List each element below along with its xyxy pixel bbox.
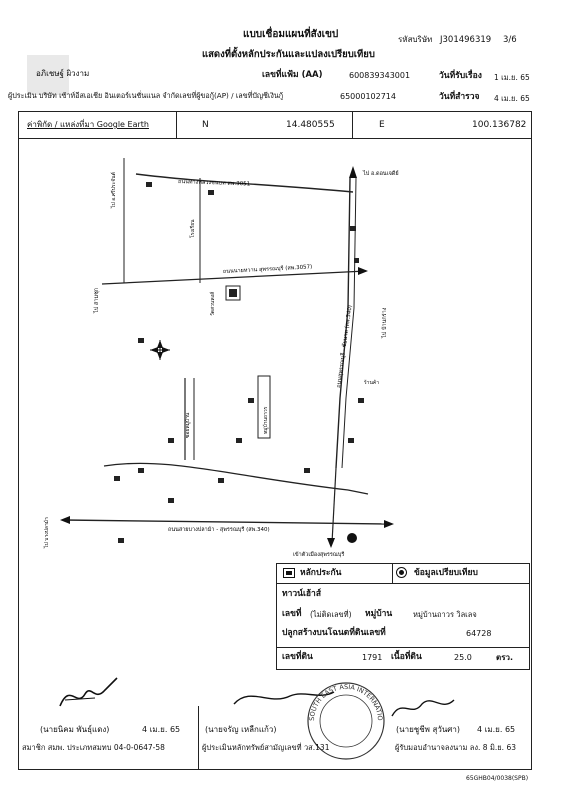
arrow-mid-right bbox=[358, 267, 368, 275]
company-stamp: SOUTH EAST ASIA INTERNATIONAL bbox=[300, 680, 385, 760]
arrow-north bbox=[349, 166, 357, 178]
building-icons bbox=[114, 182, 364, 543]
to-left-mid-label: ไป สามชุก bbox=[93, 288, 100, 314]
legend-divider-1 bbox=[276, 583, 530, 584]
road-vertical-edge bbox=[341, 177, 357, 469]
comparable-legend-label: ข้อมูลเปรียบเทียบ bbox=[414, 568, 478, 578]
road-top-label: ถนนทางหลวงชนบท สพ.3051 bbox=[178, 178, 250, 188]
landmark-shop-label: ร้านค้า bbox=[364, 379, 380, 386]
to-right-bottom-label: ไป บางปลาม้า bbox=[43, 517, 50, 549]
signer-3-role: ผู้รับมอบอำนาจลงนาม ลง. 8 มิ.ย. 63 bbox=[395, 743, 516, 752]
soi-label: ซอยหมู่บ้าน bbox=[184, 412, 191, 438]
request-date: 1 เม.ย. 65 bbox=[494, 73, 530, 82]
signature-2 bbox=[233, 691, 335, 705]
signer-2-role: ผู้ประเมินหลักทรัพย์สามัญเลขที่ วส.131 bbox=[202, 743, 330, 752]
collateral-site-fill bbox=[229, 289, 237, 297]
landmark-village-label: หมู่บ้านถาวร bbox=[262, 406, 269, 434]
to-right-mid-label: ไป บ้านกร่าง bbox=[381, 307, 388, 339]
road-bottom-label: ถนนสายบางปลาม้า - สุพรรณบุรี (สพ.340) bbox=[168, 526, 270, 533]
house-no-value: (ไม่ติดเลขที่) bbox=[310, 610, 352, 619]
survey-date-label: วันที่สำรวจ bbox=[439, 92, 480, 102]
road-top bbox=[135, 173, 354, 193]
village-value: หมู่บ้านถาวร วิลเลจ bbox=[413, 610, 477, 619]
reference-code: J301496319 bbox=[440, 35, 492, 45]
deed-label: ปลูกสร้างบนโฉนดที่ดินเลขที่ bbox=[282, 628, 386, 638]
deed-value: 64728 bbox=[466, 629, 492, 638]
property-type: ทาวน์เฮ้าส์ bbox=[282, 589, 322, 599]
east-label: E bbox=[379, 120, 385, 130]
land-no-label: เลขที่ดิน bbox=[282, 652, 313, 662]
page-frame bbox=[18, 111, 532, 770]
legend-col-sep bbox=[392, 563, 393, 583]
coords-source-label: ค่าพิกัด / แหล่งที่มา Google Earth bbox=[27, 120, 149, 129]
north-label: N bbox=[202, 120, 209, 130]
arrow-south bbox=[327, 538, 335, 548]
legend-box bbox=[276, 563, 530, 670]
area-label: เนื้อที่ดิน bbox=[391, 652, 422, 662]
to-top-label: ไป อ.ดอนเจดีย์ bbox=[362, 170, 399, 177]
area-value: 25.0 bbox=[454, 653, 472, 662]
survey-date: 4 เม.ย. 65 bbox=[494, 94, 530, 103]
account-number: 65000102714 bbox=[340, 92, 396, 101]
village-block bbox=[257, 375, 271, 439]
reference-label: รหัสบริษัท bbox=[398, 35, 433, 44]
file-number: 600839343001 bbox=[349, 71, 411, 80]
house-no-label: เลขที่ bbox=[282, 609, 302, 619]
signer-2-name: (นายจรัญ เหลืกแก้ว) bbox=[205, 725, 277, 734]
client-name: อภิเชษฐ์ ผิวงาม bbox=[36, 69, 90, 78]
road-mid-label: ถนนนายหวาน สุพรรณบุรี (สพ.3057) bbox=[223, 263, 313, 275]
signer-1-name: (นายนิคม พันธุ์แดง) bbox=[40, 725, 110, 734]
signature-3 bbox=[391, 699, 455, 717]
page-number: 3/6 bbox=[503, 35, 517, 45]
landmark-temple-label: วัดสวนหงส์ bbox=[209, 292, 216, 316]
scan-smudge bbox=[27, 55, 69, 95]
to-bottom-label: เข้าตัวเมืองสุพรรณบุรี bbox=[293, 551, 344, 558]
land-no-value: 1791 bbox=[362, 653, 383, 662]
east-value: 100.136782 bbox=[472, 120, 527, 130]
location-map: ถนนทางหลวงชนบท สพ.3051 ถนนสุพรรณบุรี - ช… bbox=[43, 158, 399, 558]
collateral-legend-label: หลักประกัน bbox=[300, 568, 342, 578]
landmark-school-label: โรงเรียน bbox=[189, 219, 196, 238]
coords-sep-2 bbox=[352, 111, 353, 138]
company-line: ผู้ประเมิน บริษัท เซ้าท์อีสเอเชีย อินเตอ… bbox=[8, 91, 284, 100]
coords-divider bbox=[18, 138, 532, 139]
road-mid bbox=[101, 270, 367, 285]
request-date-label: วันที่รับเรื่อง bbox=[439, 71, 482, 81]
comparable-legend-icon bbox=[396, 567, 407, 578]
road-bottom bbox=[63, 519, 391, 525]
arrow-bottom-right bbox=[384, 520, 394, 528]
collateral-legend-icon bbox=[283, 568, 295, 578]
comparable-marker bbox=[347, 533, 357, 543]
document-title: แบบเชื่อมแผนที่สังเขป bbox=[243, 29, 339, 40]
legend-divider-2 bbox=[276, 647, 530, 648]
north-value: 14.480555 bbox=[286, 120, 335, 130]
form-code: 65GHB04/0038(SPB) bbox=[466, 775, 529, 782]
signer-1-role: สมาชิก สมพ. ประเภทสมทบ 04-0-0647-58 bbox=[22, 743, 165, 752]
signer-1-date: 4 เม.ย. 65 bbox=[142, 725, 181, 734]
village-label: หมู่บ้าน bbox=[365, 609, 393, 619]
to-left-bottom-label: ไป อ.ศรีประจันต์ bbox=[110, 172, 117, 209]
sig-divider bbox=[198, 706, 199, 770]
collateral-site bbox=[225, 285, 241, 301]
road-vertical bbox=[335, 177, 351, 469]
road-to-city bbox=[331, 467, 337, 544]
area-unit: ตรว. bbox=[496, 653, 514, 662]
coords-sep-1 bbox=[176, 111, 177, 138]
file-number-label: เลขที่แฟ้ม (AA) bbox=[262, 70, 323, 80]
compass-icon bbox=[150, 340, 170, 360]
signer-3-date: 4 เม.ย. 65 bbox=[477, 725, 516, 734]
document-subtitle: แสดงที่ตั้งหลักประกันและแปลงเปรียบเทียบ bbox=[202, 49, 375, 60]
arrow-bottom-left bbox=[60, 516, 70, 524]
signer-3-name: (นายชูชีพ สุวันศา) bbox=[396, 725, 460, 734]
signature-1 bbox=[59, 677, 118, 707]
road-lower bbox=[103, 462, 369, 495]
